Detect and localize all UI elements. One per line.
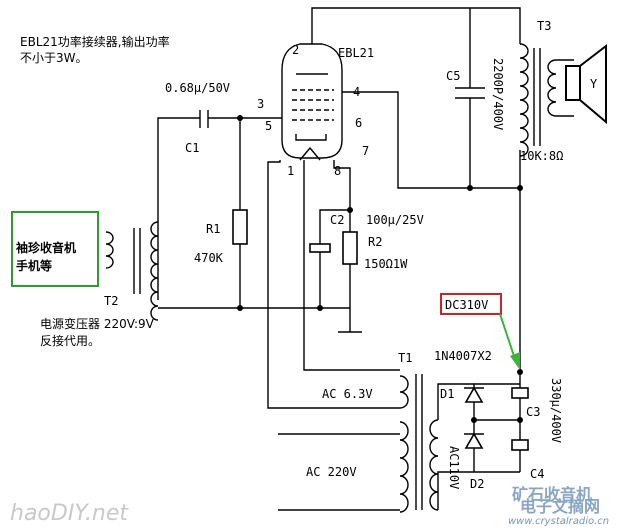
t2-note-line-2: 反接代用。 bbox=[40, 333, 100, 348]
t3-transformer bbox=[519, 43, 574, 157]
c1-value: 0.68μ/50V bbox=[165, 81, 230, 95]
pin-5-label: 5 bbox=[265, 119, 272, 133]
tube-ebl21 bbox=[281, 43, 343, 161]
title-line-2: 不小于3W。 bbox=[20, 51, 88, 65]
tube-name-label: EBL21 bbox=[338, 46, 374, 60]
c2-value: 100μ/25V bbox=[366, 213, 424, 227]
wire-heater-a bbox=[303, 160, 400, 371]
c1-label: C1 bbox=[185, 141, 199, 155]
radio-note-box bbox=[11, 211, 99, 287]
t2-label: T2 bbox=[104, 294, 118, 308]
watermark-right-cn: 矿石收音机 bbox=[512, 485, 592, 504]
title-line-1: EBL21功率接续器,输出功率 bbox=[20, 34, 170, 49]
r1-resistor bbox=[232, 209, 248, 245]
r2-value: 150Ω1W bbox=[364, 257, 408, 271]
radio-note-line-1: 袖珍收音机 bbox=[16, 240, 76, 255]
pin-1-label: 1 bbox=[287, 164, 294, 178]
wire-ac-return bbox=[437, 471, 520, 510]
r1-label: R1 bbox=[206, 222, 220, 236]
pin-2-label: 2 bbox=[292, 43, 299, 57]
wire-screen-grid bbox=[342, 91, 520, 189]
t3-ratio-label: 10K:8Ω bbox=[520, 149, 563, 163]
c5-value: 2200P/400V bbox=[491, 58, 505, 130]
dc-voltage-arrowhead-icon bbox=[510, 352, 520, 370]
radio-note-line-2: 手机等 bbox=[16, 258, 52, 273]
t1-transformer bbox=[399, 374, 439, 513]
pin-7-label: 7 bbox=[362, 144, 369, 158]
c4-capacitor bbox=[511, 439, 529, 451]
t2-note-line-1: 电源变压器 220V:9V bbox=[40, 316, 155, 331]
watermark-right-url: www.crystalradio.cn bbox=[508, 516, 609, 527]
c2-capacitor bbox=[309, 243, 331, 253]
wire-c2 bbox=[319, 209, 350, 244]
t1-label: T1 bbox=[398, 351, 412, 365]
c4-label: C4 bbox=[530, 467, 544, 481]
wire-diode-rail bbox=[437, 383, 475, 472]
c3-capacitor bbox=[511, 387, 529, 399]
ac110-label: AC110V bbox=[447, 446, 461, 489]
ac220-label: AC 220V bbox=[306, 465, 357, 479]
ac63-label: AC 6.3V bbox=[322, 387, 373, 401]
d2-label: D2 bbox=[470, 477, 484, 491]
speaker-icon bbox=[565, 43, 607, 125]
pin-3-label: 3 bbox=[257, 97, 264, 111]
diode-type-label: 1N4007X2 bbox=[434, 349, 492, 363]
r2-resistor bbox=[342, 231, 358, 265]
dc-voltage-label: DC310V bbox=[445, 298, 488, 312]
r2-label: R2 bbox=[368, 235, 382, 249]
dc-voltage-arrow bbox=[499, 313, 517, 363]
pin-8-label: 8 bbox=[334, 164, 341, 178]
pin-6-label: 6 bbox=[355, 116, 362, 130]
d1-diode bbox=[464, 386, 484, 403]
speaker-symbol: Y bbox=[590, 77, 598, 91]
watermark-left: haoDIY.net bbox=[10, 501, 129, 526]
c5-label: C5 bbox=[446, 69, 460, 83]
wire-heater-b bbox=[267, 160, 400, 409]
wire-input-top bbox=[157, 117, 200, 300]
d2-diode bbox=[464, 432, 484, 449]
d1-label: D1 bbox=[440, 387, 454, 401]
watermark-right-cn2: 电子文摘网 bbox=[520, 497, 600, 516]
c3c4-value: 330μ/400V bbox=[549, 378, 563, 443]
t2-transformer bbox=[105, 221, 159, 321]
c3-label: C3 bbox=[526, 405, 540, 419]
t3-label: T3 bbox=[537, 19, 551, 33]
dc-voltage-box bbox=[440, 293, 502, 315]
c2-label: C2 bbox=[330, 213, 344, 227]
r1-value: 470K bbox=[194, 251, 224, 265]
wire-plate-top bbox=[311, 7, 521, 44]
